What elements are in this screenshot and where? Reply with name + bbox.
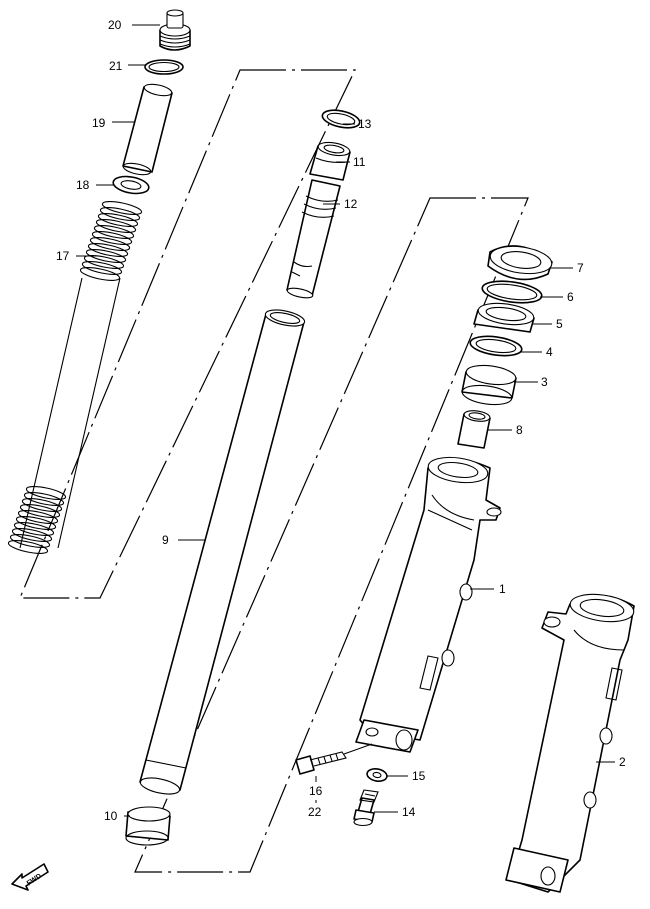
label-5: 5 (556, 317, 563, 331)
part-3-guide-bushing[interactable] (461, 363, 517, 408)
part-21-o-ring[interactable] (144, 59, 184, 75)
part-17-fork-spring[interactable] (7, 199, 143, 556)
label-16: 16 (309, 784, 323, 798)
label-9: 9 (162, 533, 169, 547)
label-8: 8 (516, 423, 523, 437)
part-20-cap-bolt[interactable] (159, 9, 191, 51)
part-11-rebound-piston[interactable] (309, 140, 351, 181)
label-3: 3 (541, 375, 548, 389)
label-4: 4 (546, 345, 553, 359)
part-16-bolt[interactable] (295, 751, 347, 775)
label-20: 20 (108, 18, 122, 32)
spring-group-frame (19, 69, 356, 599)
part-10-slide-bushing[interactable] (125, 806, 171, 846)
label-14: 14 (402, 805, 416, 819)
label-13: 13 (358, 117, 372, 131)
label-10: 10 (104, 809, 118, 823)
part-13-ring[interactable] (321, 107, 361, 131)
label-22: 22 (308, 805, 322, 819)
leader-lines (76, 24, 615, 817)
part-14-allen-bolt[interactable] (353, 789, 379, 827)
label-6: 6 (567, 290, 574, 304)
part-8-oil-lock-piece[interactable] (457, 409, 491, 449)
label-7: 7 (577, 261, 584, 275)
part-6-stopper-ring[interactable] (481, 278, 543, 306)
label-1: 1 (499, 582, 506, 596)
part-1-outer-tube-left[interactable] (355, 454, 502, 753)
label-11: 11 (353, 155, 366, 169)
part-2-outer-tube-right[interactable] (505, 591, 635, 893)
part-15-washer[interactable] (366, 767, 388, 782)
label-17: 17 (56, 249, 70, 263)
label-12: 12 (344, 197, 358, 211)
part-7-dust-seal[interactable] (487, 243, 554, 281)
inner-tube-group-frame (134, 197, 529, 873)
part-12-damper-rod[interactable] (286, 179, 341, 300)
label-15: 15 (412, 769, 426, 783)
label-2: 2 (619, 755, 626, 769)
part-5-oil-seal[interactable] (473, 300, 535, 333)
part-19-spacer[interactable] (122, 82, 173, 177)
label-18: 18 (76, 178, 90, 192)
part-18-washer[interactable] (112, 174, 150, 196)
label-21: 21 (109, 59, 123, 73)
part-4-seal-washer[interactable] (469, 333, 523, 358)
label-19: 19 (92, 116, 106, 130)
part-labels: 20 21 19 18 17 13 11 12 9 10 7 6 5 4 3 8… (56, 18, 626, 823)
forward-direction-arrow-icon: FWD (11, 863, 49, 891)
part-9-inner-tube[interactable] (139, 307, 306, 797)
